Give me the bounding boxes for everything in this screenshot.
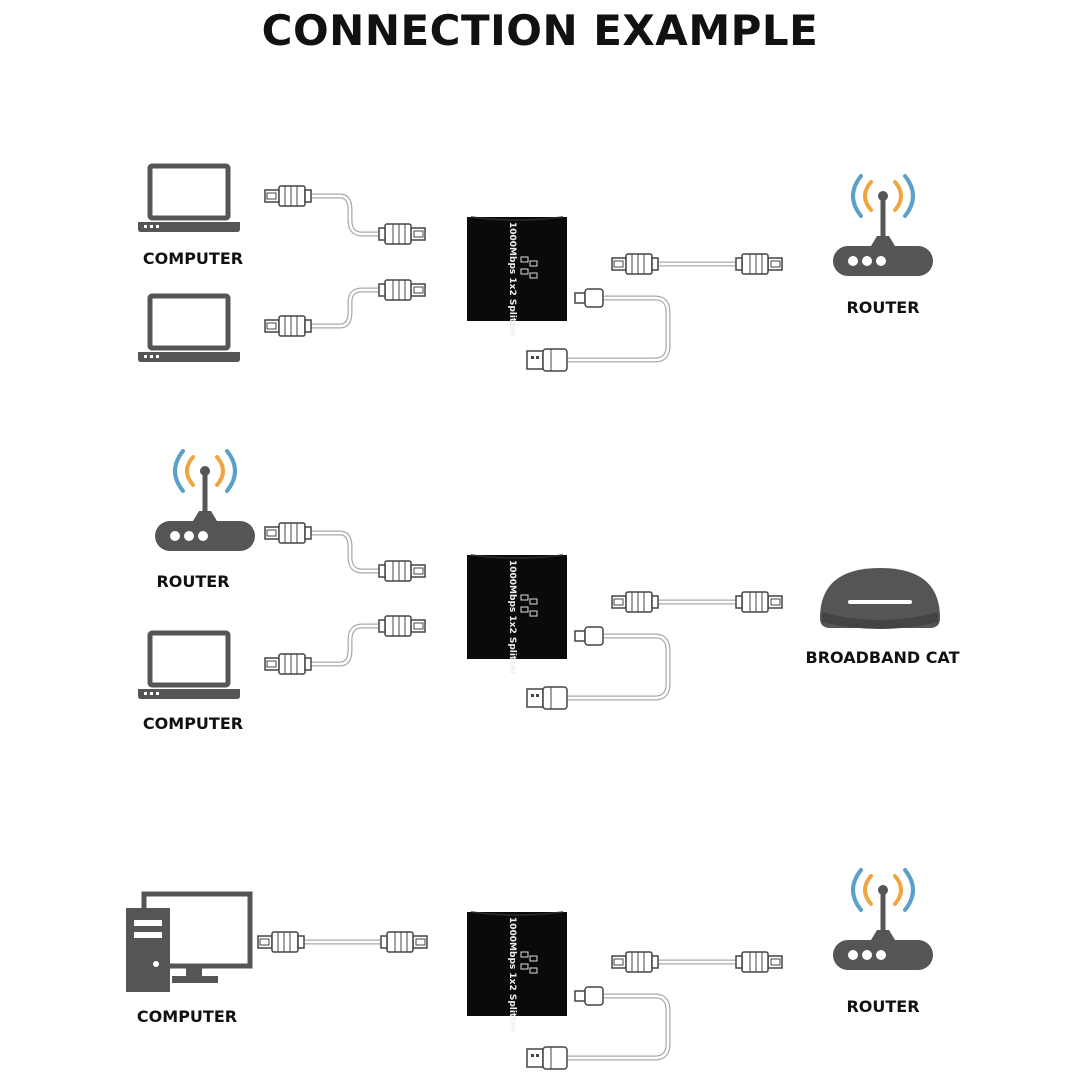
ethernet-cable-top (264, 522, 425, 581)
rj45-plug-icon (379, 561, 425, 581)
rj45-plug-icon (736, 592, 782, 612)
ethernet-cable-computer (257, 931, 427, 953)
label-row2-computer: COMPUTER (142, 714, 244, 733)
rj45-plug-icon (264, 522, 312, 544)
ethernet-cable-top (264, 185, 425, 244)
laptop-icon (138, 296, 240, 362)
usb-plug-icon (574, 288, 604, 308)
rj45-plug-icon (736, 952, 782, 972)
usb-plug-icon (574, 986, 604, 1006)
rj45-plug-icon (264, 185, 312, 207)
rj45-plug-icon (379, 280, 425, 300)
rj45-plug-icon (611, 951, 659, 973)
ethernet-splitter-icon: 1000Mbps 1x2 Splitter (466, 216, 568, 338)
ethernet-cable-bottom (264, 280, 425, 337)
modem-icon (820, 568, 940, 629)
rj45-plug-icon (257, 931, 305, 953)
ethernet-cable-router (611, 951, 782, 973)
rj45-plug-icon (611, 253, 659, 275)
ethernet-splitter-icon: 1000Mbps 1x2 Splitter (466, 554, 568, 676)
ethernet-cable-router (611, 253, 782, 275)
router-icon (153, 449, 257, 553)
ethernet-splitter-icon: 1000Mbps 1x2 Splitter (466, 911, 568, 1033)
label-row3-computer: COMPUTER (136, 1007, 238, 1026)
label-row1-computer: COMPUTER (142, 249, 244, 268)
ethernet-cable-bottom (264, 616, 425, 675)
rj45-plug-icon (381, 932, 427, 952)
splitter-label: 1000Mbps 1x2 Splitter (507, 222, 517, 338)
usb-power-cable (526, 288, 671, 372)
usb-plug-icon (526, 1046, 568, 1070)
usb-power-cable (526, 626, 671, 710)
label-row2-broadband: BROADBAND CAT (805, 648, 960, 667)
page-title: CONNECTION EXAMPLE (261, 6, 819, 55)
laptop-icon (138, 166, 240, 232)
splitter-label: 1000Mbps 1x2 Splitter (507, 917, 517, 1033)
rj45-plug-icon (736, 254, 782, 274)
rj45-plug-icon (264, 315, 312, 337)
rj45-plug-icon (611, 591, 659, 613)
ethernet-cable-modem (611, 591, 782, 613)
usb-plug-icon (526, 348, 568, 372)
router-icon (831, 174, 935, 278)
router-icon (831, 868, 935, 972)
usb-plug-icon (574, 626, 604, 646)
desktop-computer-icon (126, 894, 250, 992)
rj45-plug-icon (379, 616, 425, 636)
usb-plug-icon (526, 686, 568, 710)
label-row2-router: ROUTER (156, 572, 230, 591)
laptop-icon (138, 633, 240, 699)
rj45-plug-icon (379, 224, 425, 244)
usb-power-cable (526, 986, 671, 1070)
rj45-plug-icon (264, 653, 312, 675)
splitter-label: 1000Mbps 1x2 Splitter (507, 560, 517, 676)
label-row1-router: ROUTER (846, 298, 920, 317)
label-row3-router: ROUTER (846, 997, 920, 1016)
